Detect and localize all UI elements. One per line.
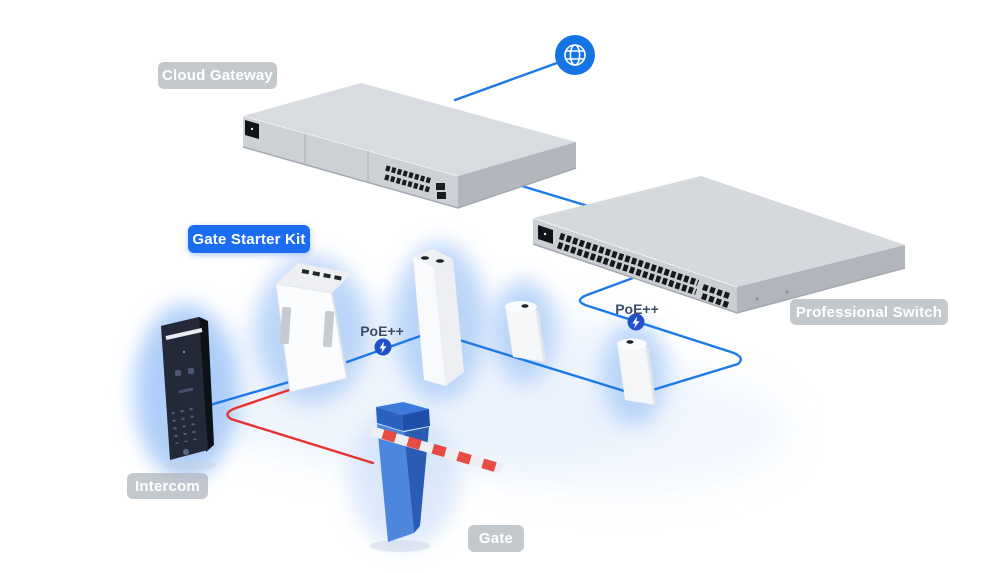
top-cap — [505, 301, 537, 313]
port-dot — [521, 304, 529, 308]
sfp-port — [436, 183, 445, 190]
edge-highlight — [242, 115, 459, 177]
screw — [785, 290, 789, 294]
sfp-port — [437, 192, 446, 199]
top-face — [276, 263, 352, 293]
sfp-port-row — [701, 293, 729, 308]
body — [505, 305, 545, 362]
link-gateway-internet — [453, 61, 559, 102]
badge-professional-switch: Professional Switch — [790, 299, 948, 325]
glow — [450, 365, 790, 495]
badge-gate: Gate — [468, 525, 524, 552]
badge-intercom: Intercom — [127, 473, 208, 499]
top-cap — [617, 338, 647, 350]
barrier-arm-stripes — [381, 429, 504, 474]
ethernet-port-row — [558, 232, 700, 287]
screen-dot — [182, 350, 186, 354]
body — [617, 342, 655, 405]
keypad-column — [180, 409, 188, 443]
cloud-gateway-device — [242, 83, 577, 209]
top-face — [533, 176, 905, 287]
badge-gate-starter-kit[interactable]: Gate Starter Kit — [188, 225, 310, 253]
vent — [322, 310, 335, 348]
bottom-edge — [242, 146, 577, 209]
link-switch-sensor — [578, 273, 742, 394]
cap-side — [402, 409, 430, 431]
poe-injector-1 — [374, 338, 392, 356]
sensor-post-left — [505, 301, 547, 363]
vent — [279, 306, 292, 345]
gate-hub-device — [275, 263, 352, 393]
front-face — [413, 257, 446, 386]
poe-injector-2 — [627, 313, 645, 331]
side-face — [199, 317, 214, 452]
shadow — [164, 460, 216, 470]
gate-barrier-device — [369, 402, 504, 552]
edge-shade — [645, 346, 657, 406]
camera-bar — [165, 328, 203, 340]
bolt-glyph — [632, 316, 640, 329]
top-port-row — [301, 269, 345, 281]
side-face — [458, 142, 576, 208]
bottom-edge — [532, 243, 906, 314]
badge-cloud-gateway: Cloud Gateway — [158, 62, 277, 89]
edge-shade — [331, 292, 348, 379]
port-dot — [626, 340, 634, 344]
sensor-post-right — [617, 338, 657, 406]
display-dot — [543, 232, 547, 236]
screen-icon — [175, 370, 181, 376]
ethernet-port-row — [385, 165, 432, 184]
cap-front — [376, 407, 403, 431]
pillar-front — [377, 424, 414, 542]
screw — [755, 297, 759, 301]
cap-top — [376, 402, 429, 415]
globe-glyph — [564, 44, 586, 66]
edge-shade — [535, 309, 547, 363]
side-face — [434, 259, 464, 386]
bolt-glyph — [379, 341, 387, 354]
poe-label: PoE++ — [360, 323, 404, 339]
poe-label: PoE++ — [615, 301, 659, 317]
front-face — [161, 317, 208, 460]
shadow — [370, 540, 430, 552]
professional-switch-device — [532, 176, 906, 314]
link-gateway-switch — [510, 181, 590, 208]
globe-circle — [555, 35, 595, 75]
top-face — [243, 83, 576, 176]
intercom-device — [161, 317, 216, 470]
screen-pill — [178, 387, 194, 394]
display-dot — [250, 127, 254, 131]
keypad-column — [189, 407, 197, 441]
link-hub-gate — [226, 384, 375, 465]
top-face — [413, 249, 453, 267]
sensor-post-large — [413, 249, 464, 386]
screen-icon — [188, 368, 194, 374]
edge-highlight — [532, 217, 738, 288]
keypad-column — [171, 411, 179, 445]
port-dot — [436, 259, 444, 263]
sfp-port-row — [702, 284, 730, 299]
doorbell-button — [183, 449, 189, 455]
side-face — [737, 245, 905, 313]
pillar-side — [404, 427, 429, 533]
link-hub-intercom — [208, 378, 298, 407]
ethernet-port-row — [384, 174, 431, 193]
port-dot — [421, 256, 429, 260]
ethernet-port-row — [556, 241, 698, 296]
internet-globe-icon — [555, 35, 595, 75]
